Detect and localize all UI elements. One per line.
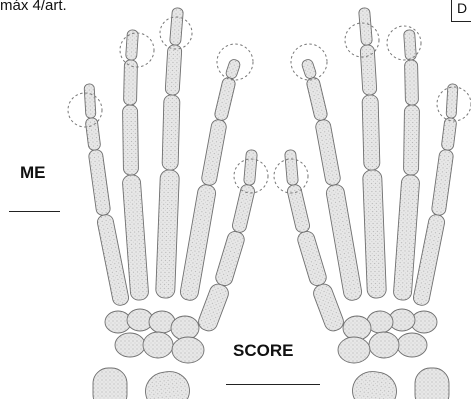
- phalanx-bone: [201, 119, 228, 187]
- phalanx-bone: [231, 183, 256, 233]
- phalanx-bone: [225, 58, 241, 79]
- left-hand: [84, 8, 257, 399]
- phalanx-bone: [123, 105, 139, 175]
- carpal-bone: [343, 316, 371, 340]
- carpal-bone: [143, 332, 173, 358]
- phalanx-bone: [165, 45, 182, 96]
- phalanx-bone: [441, 117, 457, 150]
- phalanx-bone: [296, 230, 328, 288]
- phalanx-bone: [446, 84, 458, 119]
- right-hand: [285, 8, 458, 399]
- side-label: D: [457, 0, 467, 16]
- score-label: SCORE: [233, 341, 293, 361]
- carpal-bone: [171, 316, 199, 340]
- metacarpal-bone: [311, 282, 346, 334]
- score-answer-line: [226, 384, 320, 385]
- phalanx-bone: [85, 117, 101, 150]
- radius-bone: [143, 369, 192, 399]
- metacarpal-bone: [96, 213, 130, 306]
- carpal-bone: [115, 333, 145, 357]
- phalanx-bone: [315, 119, 342, 187]
- phalanx-bone: [214, 230, 246, 288]
- me-label: ME: [20, 163, 46, 183]
- ulna-bone: [415, 368, 449, 399]
- radius-bone: [350, 369, 399, 399]
- phalanx-bone: [362, 95, 380, 170]
- metacarpal-bone: [393, 174, 420, 300]
- metacarpal-bone: [325, 183, 363, 301]
- phalanx-bone: [126, 30, 139, 61]
- phalanx-bone: [306, 76, 329, 121]
- phalanx-bone: [214, 76, 237, 121]
- me-answer-line: [9, 211, 60, 212]
- phalanx-bone: [404, 105, 420, 175]
- carpal-bone: [397, 333, 427, 357]
- metacarpal-bone: [363, 170, 387, 299]
- phalanx-bone: [286, 183, 311, 233]
- carpal-bone: [369, 332, 399, 358]
- phalanx-bone: [285, 150, 299, 186]
- phalanx-bone: [431, 149, 454, 216]
- metacarpal-bone: [156, 170, 180, 299]
- carpal-bone: [338, 337, 370, 363]
- metacarpal-bone: [179, 183, 217, 301]
- phalanx-bone: [360, 45, 377, 96]
- phalanx-bone: [301, 58, 317, 79]
- phalanx-bone: [84, 84, 96, 119]
- phalanx-bone: [404, 30, 417, 61]
- max-per-joint-note: máx 4/art.: [0, 0, 67, 14]
- side-label-box: D: [451, 0, 471, 22]
- phalanx-bone: [359, 8, 373, 46]
- metacarpal-bone: [196, 282, 231, 334]
- phalanx-bone: [88, 149, 111, 216]
- ulna-bone: [93, 368, 127, 399]
- metacarpal-bone: [122, 174, 149, 300]
- phalanx-bone: [124, 60, 138, 105]
- phalanx-bone: [162, 95, 180, 170]
- phalanx-bone: [244, 150, 258, 186]
- phalanx-bone: [170, 8, 184, 46]
- carpal-bone: [172, 337, 204, 363]
- phalanx-bone: [405, 60, 419, 105]
- metacarpal-bone: [412, 213, 446, 306]
